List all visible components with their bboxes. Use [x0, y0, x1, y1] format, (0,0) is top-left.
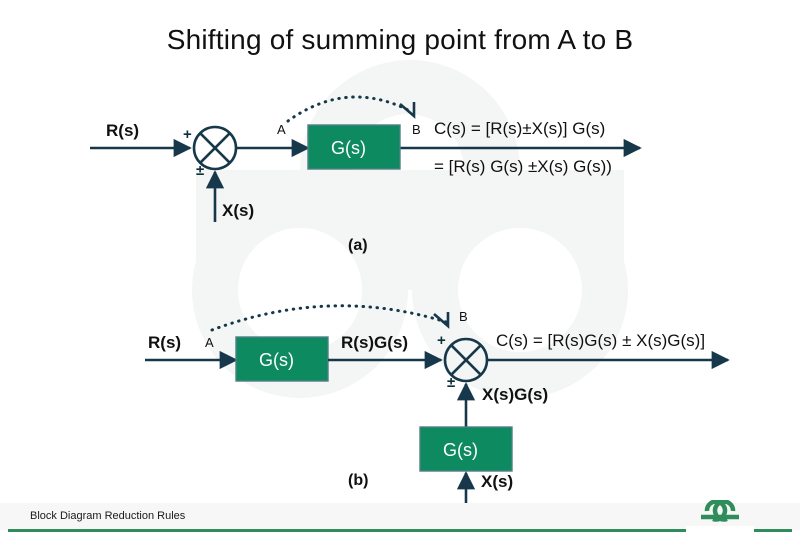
logo-rule-gap	[686, 526, 754, 535]
diagram-a-plus-sign: +	[183, 126, 192, 143]
diagram-b-input-label: R(s)	[148, 333, 182, 352]
diagram-b-feedback-input-label: X(s)	[481, 472, 514, 491]
diagram-a-block-label: G(s)	[331, 138, 366, 158]
diagram-a-output-equation-line2: = [R(s) G(s) ±X(s) G(s))	[434, 157, 612, 176]
diagram-b-feedback-block-label: G(s)	[443, 440, 478, 460]
diagram-a-caption: (a)	[348, 237, 368, 254]
footer-caption: Block Diagram Reduction Rules	[30, 510, 186, 522]
diagram-a-secondary-input-label: X(s)	[222, 201, 255, 220]
diagram-b-feedback-signal-label: X(s)G(s)	[482, 385, 549, 404]
footer-band	[0, 503, 800, 530]
diagram-b-pm-sign: ±	[447, 374, 456, 391]
diagram-b-output-equation: C(s) = [R(s)G(s) ± X(s)G(s)]	[496, 331, 706, 350]
page-title: Shifting of summing point from A to B	[166, 24, 634, 55]
diagram-a-node-b-label: B	[412, 122, 421, 137]
footer-rule	[8, 529, 792, 532]
diagram-b-block-label: G(s)	[259, 350, 294, 370]
diagram-b-mid-signal-label: R(s)G(s)	[341, 333, 409, 352]
diagram-b-vectors	[145, 304, 730, 516]
diagram-b-node-a-label: A	[205, 335, 214, 350]
diagram-a-pm-sign: ±	[196, 162, 205, 179]
geeksforgeeks-logo	[701, 500, 739, 522]
diagram-b-plus-sign: +	[437, 332, 446, 349]
diagram-b-node-b-label: B	[459, 309, 468, 324]
diagram-a-vectors	[90, 95, 642, 222]
diagram-a-output-equation-line1: C(s) = [R(s)±X(s)] G(s)	[434, 119, 606, 138]
diagram-a-input-label: R(s)	[106, 121, 140, 140]
diagram-b-caption: (b)	[348, 472, 369, 489]
diagram-a-node-a-label: A	[277, 122, 286, 137]
